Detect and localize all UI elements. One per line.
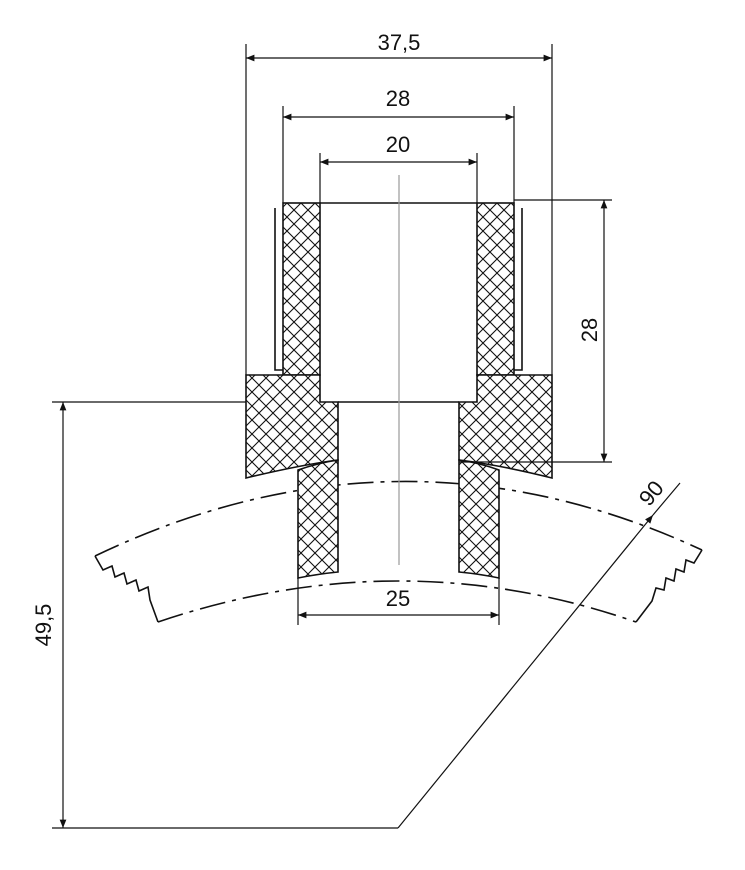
dim-pipe-diameter: 90	[397, 476, 681, 829]
dim-pipe-diameter-label: 90	[634, 476, 669, 511]
dim-branch-width: 25	[297, 578, 500, 625]
dim-total-height-label: 49,5	[31, 604, 56, 647]
dim-total-height: 49,5	[31, 401, 398, 829]
dim-outer-width: 37,5	[245, 30, 553, 375]
dim-inner-width-label: 20	[386, 132, 410, 157]
dim-socket-width-label: 28	[386, 86, 410, 111]
dim-socket-depth-label: 28	[577, 318, 602, 342]
dim-socket-width: 28	[282, 86, 515, 203]
dim-branch-width-label: 25	[386, 586, 410, 611]
dim-inner-width: 20	[319, 132, 478, 203]
dim-socket-depth: 28	[459, 199, 612, 463]
dim-outer-width-label: 37,5	[378, 30, 421, 55]
